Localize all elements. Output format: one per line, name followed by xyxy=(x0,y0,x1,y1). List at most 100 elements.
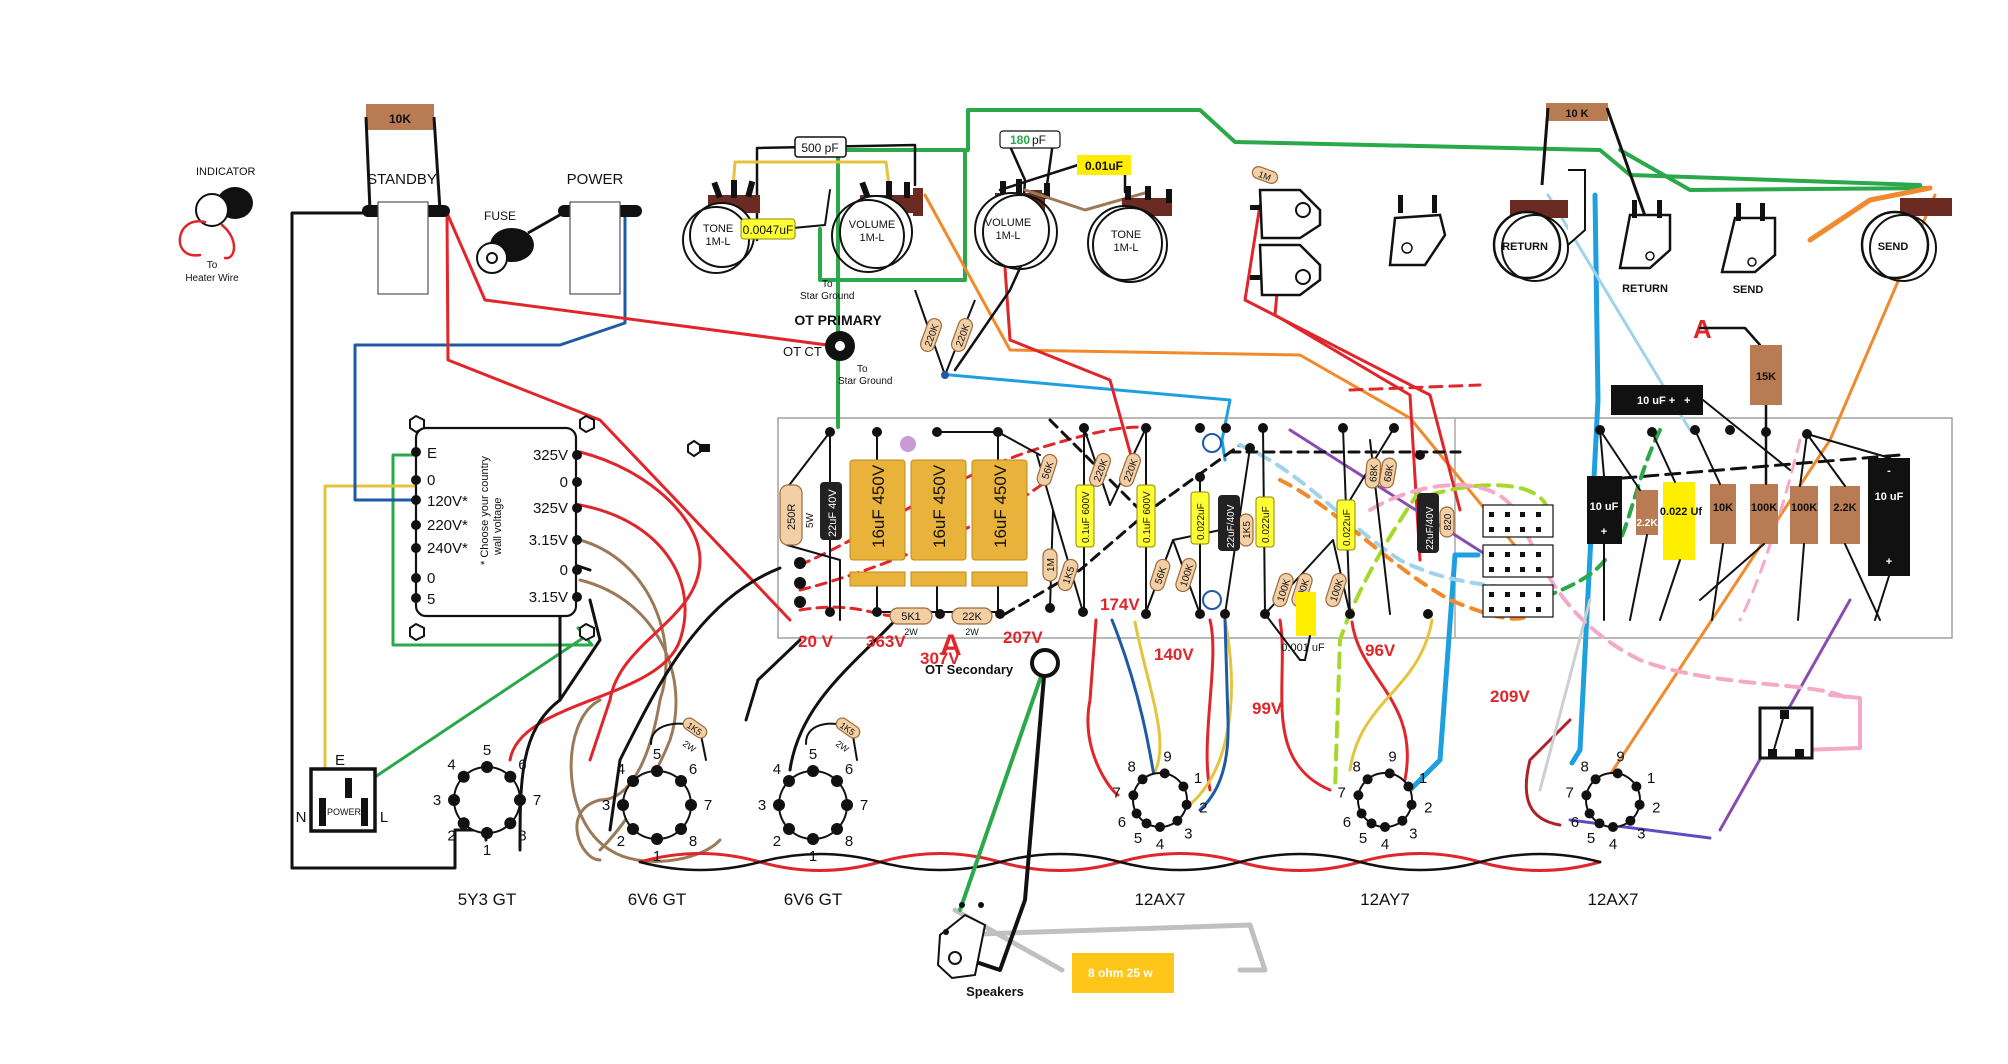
fx-board-parts: 10 uF + 2.2K 0.022 Uf 10K 100K 100K 2.2K… xyxy=(1587,399,1910,621)
pt-tap-0b: 0 xyxy=(427,570,435,587)
pt-tap-240: 240V* xyxy=(427,540,468,557)
fx-res-15k-label: 15K xyxy=(1756,371,1776,383)
standby-switch[interactable]: 10K STANDBY xyxy=(362,104,450,295)
tube-pin xyxy=(504,770,517,783)
pt-tap-e: E xyxy=(427,445,437,462)
fx-part-3: 10K xyxy=(1713,502,1733,514)
fx-part-2: 0.022 Uf xyxy=(1660,506,1703,518)
pt-note-2: wall voltage xyxy=(492,498,504,556)
jack-send-label: SEND xyxy=(1733,284,1764,296)
pot-tone-2[interactable]: TONE 1M-L xyxy=(1087,186,1172,283)
pot-volume-1[interactable]: VOLUME 1M-L xyxy=(831,181,923,273)
dropping-resistors: 5K1 2W 22K 2W xyxy=(889,607,993,637)
tube-pin xyxy=(1612,768,1623,779)
tube-pin-label: 7 xyxy=(704,797,712,814)
spare-jack[interactable] xyxy=(1388,195,1447,267)
iec-power-inlet[interactable]: POWER N E L xyxy=(296,752,389,833)
tube-pin xyxy=(675,823,687,835)
standby-resistor-label: 10K xyxy=(389,112,411,126)
tube-pin-label: 3 xyxy=(1637,826,1645,843)
tube-pin xyxy=(1608,822,1618,832)
tube-pin-label: 5 xyxy=(483,742,491,759)
tube-pin-label: 7 xyxy=(1113,784,1121,801)
pot-send-label: SEND xyxy=(1878,241,1909,253)
tone-cap-0047: 0.0047uF xyxy=(740,189,831,240)
cap-0001: 0.001 uF xyxy=(1264,592,1325,661)
tube-pin xyxy=(627,775,639,787)
tube-pin xyxy=(783,775,795,787)
filter-cap-2-label: 16uF 450V xyxy=(930,464,949,548)
tube-pin-label: 6 xyxy=(1343,814,1351,831)
iec-pin-n: N xyxy=(296,809,307,826)
tone-cap-001: 0.01uF xyxy=(998,155,1131,194)
tube-pin xyxy=(457,770,470,783)
tube-pin xyxy=(1181,799,1192,810)
res-1k5-a: 1K5 xyxy=(1061,565,1077,586)
res-820: 820 xyxy=(1443,513,1454,530)
tube-pin xyxy=(1178,781,1189,792)
tube-pin xyxy=(1631,781,1642,792)
res-22k-power: 2W xyxy=(965,627,979,637)
speaker-jack[interactable]: Speakers xyxy=(936,902,1024,999)
tube-pin-label: 5 xyxy=(809,746,817,763)
mini-switch[interactable] xyxy=(1758,706,1814,760)
tube-pin xyxy=(514,794,526,806)
voltage-363v: 363V xyxy=(866,632,906,651)
tube-pin xyxy=(1356,808,1367,819)
coupling-caps: 0.1uF 600V 0.1uF 600V 0.022uF 0.022uF 0.… xyxy=(1075,484,1356,551)
tube-pin xyxy=(481,827,493,839)
fx-cap-left-plus: + xyxy=(1601,526,1607,538)
iec-label: POWER xyxy=(327,807,362,817)
tube-pin-label: 7 xyxy=(860,797,868,814)
pot-tone-2-value: 1M-L xyxy=(1113,242,1138,254)
pot-tone-1[interactable]: TONE 1M-L xyxy=(682,180,760,274)
tube-pin xyxy=(1353,790,1364,801)
standby-label: STANDBY xyxy=(367,171,437,188)
tube-pin-label: 2 xyxy=(1424,800,1432,817)
tube-pin-label: 1 xyxy=(1419,770,1427,787)
speaker-load-label: 8 ohm 25 w xyxy=(1088,966,1153,980)
tube-pin xyxy=(1172,815,1183,826)
tube-pin xyxy=(457,817,470,830)
voltage-140v: 140V xyxy=(1154,645,1194,664)
tube-pin-label: 8 xyxy=(1581,758,1589,775)
fx-cap-right-label: 10 uF xyxy=(1875,491,1904,503)
jack-return[interactable]: RETURN xyxy=(1618,200,1672,295)
tube-pin-label: 4 xyxy=(1156,836,1164,853)
voltage-20v: 20 V xyxy=(798,632,834,651)
tube-pin-label: 8 xyxy=(1353,758,1361,775)
cap-022-b-label: 0.022uF xyxy=(1261,506,1272,543)
tube-type-label: 12AY7 xyxy=(1360,890,1410,909)
pot-volume-1-value: 1M-L xyxy=(859,232,884,244)
fx-cap-top-label: 10 uF + xyxy=(1637,395,1675,407)
input-jacks[interactable]: 1M xyxy=(1250,165,1322,297)
tube-pin-label: 7 xyxy=(1338,784,1346,801)
tube-pin xyxy=(448,794,460,806)
pot-tone-1-value: 1M-L xyxy=(705,236,730,248)
output-transformer-secondary: OT Secondary xyxy=(925,648,1060,678)
fx-cap-top: 10 uF + + xyxy=(1611,385,1703,415)
tube-pin-label: 4 xyxy=(773,761,781,778)
bright-cap2-value: 180 xyxy=(1010,133,1030,147)
pot-ground-note-2: Star Ground xyxy=(800,291,854,302)
pot-return[interactable]: RETURN xyxy=(1492,169,1586,282)
tube-pin-label: 2 xyxy=(773,833,781,850)
tube-pin-label: 1 xyxy=(1647,770,1655,787)
pot-send[interactable]: SEND xyxy=(1860,198,1952,282)
jack-send[interactable]: SEND xyxy=(1720,203,1777,296)
power-switch[interactable]: POWER xyxy=(558,171,642,295)
fx-cap-right-plus: + xyxy=(1886,556,1892,568)
bypass-cap-1-label: 22uF/40V xyxy=(1226,504,1237,548)
fx-part-4: 100K xyxy=(1751,502,1777,514)
res-5k1-label: 5K1 xyxy=(901,611,921,623)
tube-pin xyxy=(831,823,843,835)
fx-loop-resistor-10k: 10 K xyxy=(1540,103,1652,231)
pot-tone-1-name: TONE xyxy=(703,223,733,235)
tube-type-label: 12AX7 xyxy=(1587,890,1638,909)
res-250r-label: 250R xyxy=(786,504,798,530)
screen-res-1-power: 2W xyxy=(681,738,698,754)
cap-022-c-label: 0.022uF xyxy=(1342,509,1353,546)
